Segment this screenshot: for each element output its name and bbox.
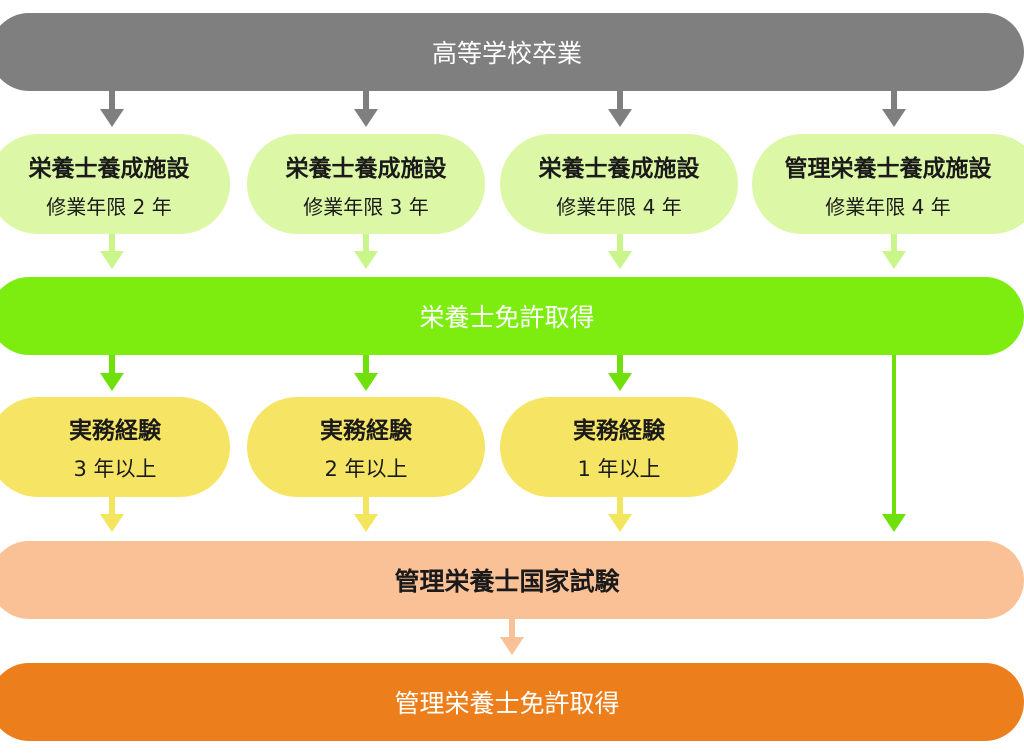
arrow-down-icon (608, 91, 632, 127)
arrow-down-icon (608, 355, 632, 391)
experience-3-years: 実務経験 3 年以上 (0, 397, 230, 497)
arrow-down-icon (100, 91, 124, 127)
arrow-down-icon (500, 619, 524, 655)
national-exam: 管理栄養士国家試験 (0, 541, 1024, 619)
national-exam-label: 管理栄養士国家試験 (394, 567, 620, 596)
school-years: 修業年限 4 年 (556, 194, 682, 219)
high-school-graduation-label: 高等学校卒業 (431, 39, 582, 68)
school-name: 栄養士養成施設 (28, 155, 190, 182)
arrow-down-icon (882, 91, 906, 127)
experience-duration: 3 年以上 (73, 457, 157, 481)
arrow-down-icon (354, 91, 378, 127)
experience-title: 実務経験 (69, 418, 161, 444)
registered-dietitian-license-label: 管理栄養士免許取得 (394, 689, 620, 718)
arrow-down-icon (882, 234, 906, 269)
experience-title: 実務経験 (573, 418, 665, 444)
experience-1-year: 実務経験 1 年以上 (500, 397, 738, 497)
arrow-down-icon (354, 234, 378, 269)
experience-title: 実務経験 (320, 418, 412, 444)
arrow-down-icon (354, 497, 378, 532)
arrow-down-icon (608, 497, 632, 532)
long-arrow-down-icon (882, 355, 906, 532)
arrow-down-icon (100, 234, 124, 269)
school-years: 修業年限 4 年 (825, 194, 951, 219)
arrow-down-icon (608, 234, 632, 269)
school-years: 修業年限 2 年 (46, 194, 172, 219)
arrow-down-icon (100, 355, 124, 391)
experience-duration: 1 年以上 (577, 457, 661, 481)
school-name: 栄養士養成施設 (285, 155, 447, 182)
dietitian-license: 栄養士免許取得 (0, 277, 1024, 355)
school-2-year: 栄養士養成施設 修業年限 2 年 (0, 134, 230, 234)
experience-2-years: 実務経験 2 年以上 (247, 397, 485, 497)
school-years: 修業年限 3 年 (303, 194, 429, 219)
school-3-year: 栄養士養成施設 修業年限 3 年 (247, 134, 485, 234)
school-name: 栄養士養成施設 (538, 155, 700, 182)
dietitian-license-label: 栄養士免許取得 (419, 303, 595, 332)
school-name: 管理栄養士養成施設 (784, 155, 992, 182)
registered-dietitian-license: 管理栄養士免許取得 (0, 663, 1024, 741)
high-school-graduation: 高等学校卒業 (0, 13, 1024, 91)
arrow-down-icon (100, 497, 124, 532)
arrow-down-icon (354, 355, 378, 391)
school-4-year: 栄養士養成施設 修業年限 4 年 (500, 134, 738, 234)
experience-duration: 2 年以上 (324, 457, 408, 481)
registered-dietitian-school: 管理栄養士養成施設 修業年限 4 年 (752, 134, 1024, 234)
